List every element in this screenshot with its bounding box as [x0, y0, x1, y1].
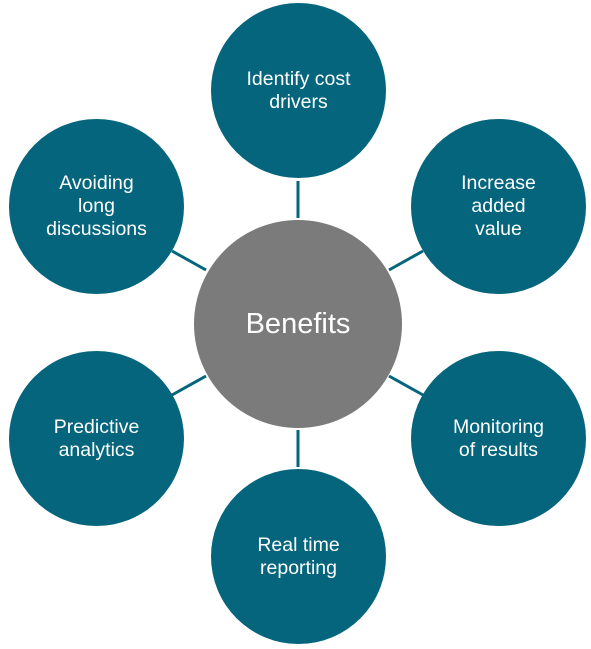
node-label: Real time reporting — [257, 533, 340, 579]
node-monitoring-of-results: Monitoring of results — [411, 351, 586, 526]
node-predictive-analytics: Predictive analytics — [9, 351, 184, 526]
node-increase-added-value: Increase added value — [411, 119, 586, 294]
node-identify-cost-drivers: Identify cost drivers — [211, 3, 386, 178]
node-avoiding-long-discussions: Avoiding long discussions — [9, 119, 184, 294]
node-label: Increase added value — [461, 172, 536, 240]
connector-lower-left — [171, 374, 207, 397]
center-node-benefits: Benefits — [194, 220, 402, 428]
node-label: Monitoring of results — [452, 415, 545, 461]
node-label: Identify cost drivers — [246, 67, 351, 113]
connector-lower-right — [388, 374, 424, 397]
node-real-time-reporting: Real time reporting — [211, 469, 386, 644]
connector-upper-right — [388, 249, 424, 272]
node-label: Predictive analytics — [53, 415, 140, 461]
center-label: Benefits — [245, 308, 351, 340]
connector-upper-left — [171, 249, 207, 272]
node-label: Avoiding long discussions — [46, 172, 147, 240]
